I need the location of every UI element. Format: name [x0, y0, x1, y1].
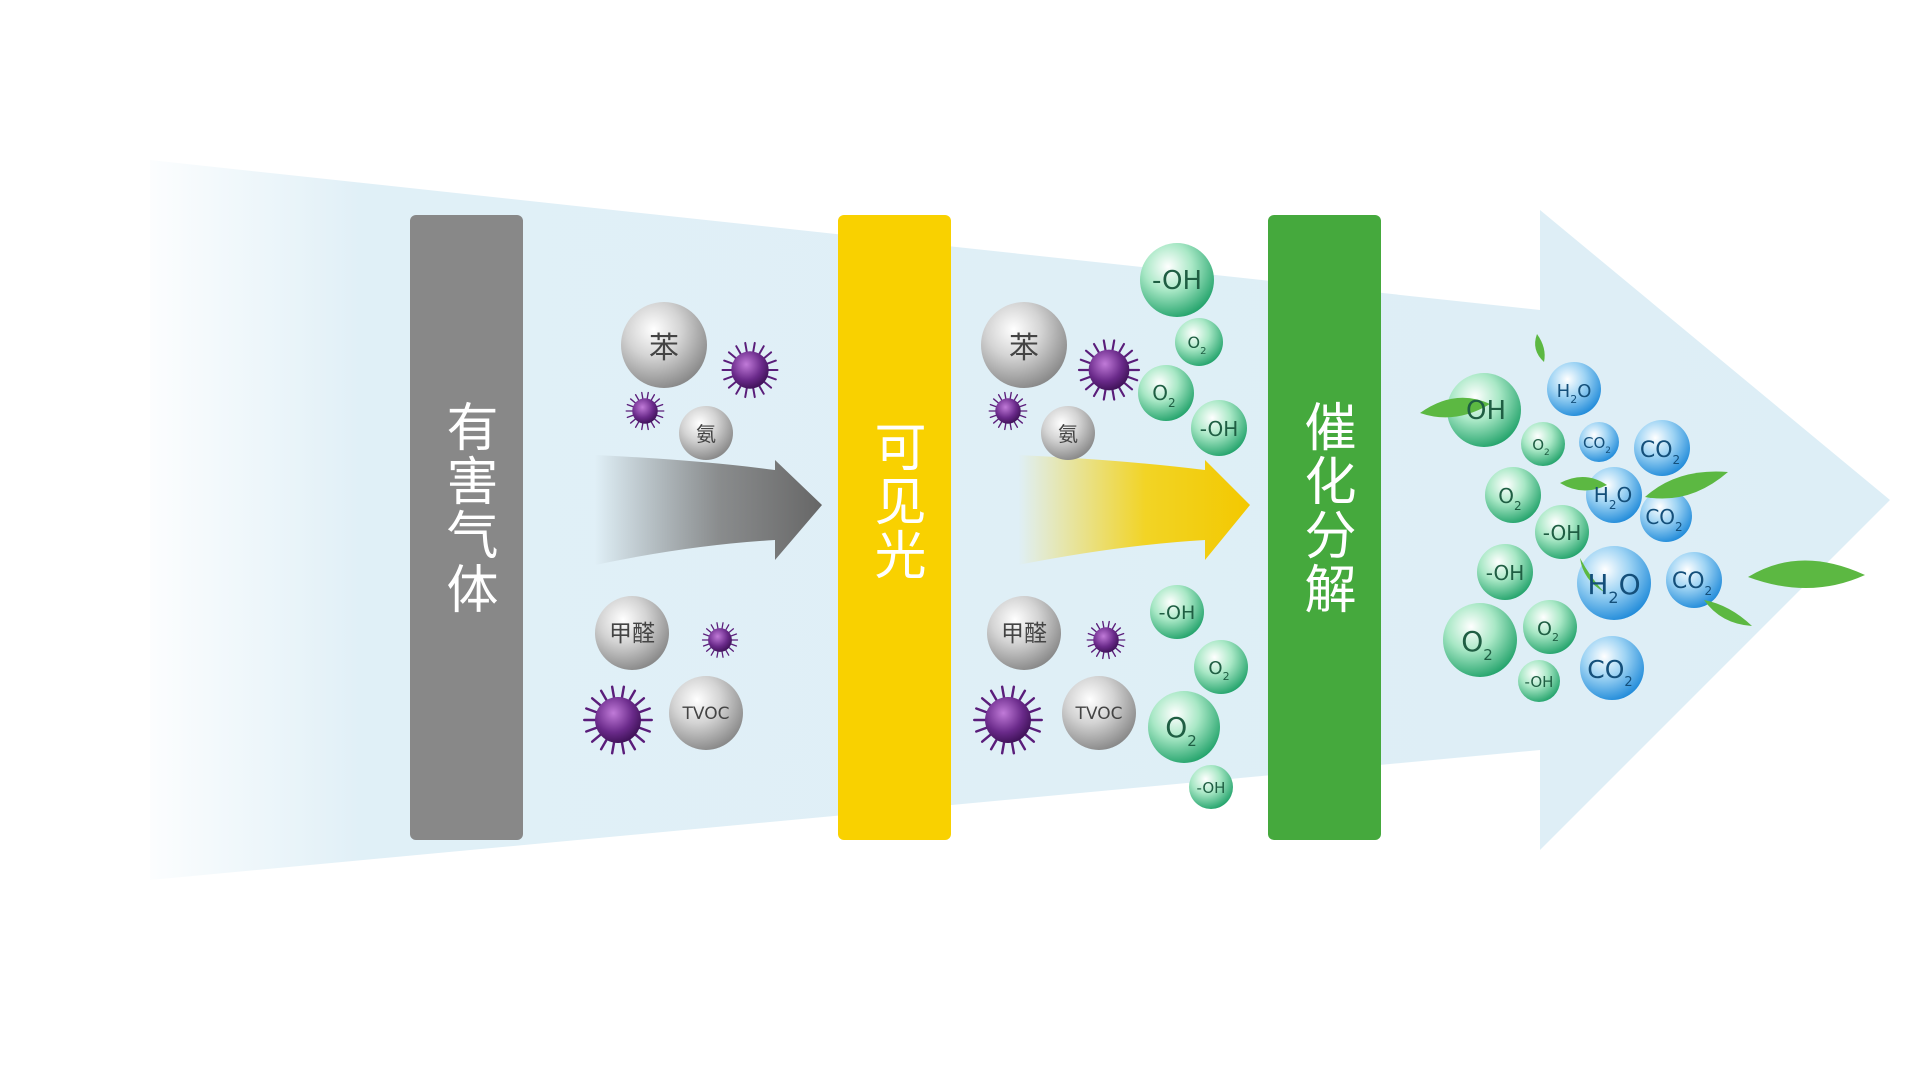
hydroxyl-label: -OH [1159, 602, 1196, 624]
leaf-icon [1704, 600, 1752, 626]
hydroxyl-label: -OH [1486, 561, 1525, 585]
leaf-icon [1535, 334, 1545, 362]
stage-label-catalytic: 催化分解 [1295, 400, 1355, 616]
gray-flow-arrow [595, 455, 822, 565]
stage-catalytic-decomposition [1268, 215, 1381, 840]
formaldehyde-label: 甲醛 [1001, 621, 1047, 647]
oxygen-label: O2 [1461, 625, 1493, 664]
ammonia-ball [1041, 406, 1095, 460]
hydroxyl-label: -OH [1152, 266, 1202, 296]
leaf-icon [1645, 471, 1728, 499]
oxygen-label: O2 [1188, 333, 1207, 357]
co2-label: CO2 [1672, 569, 1712, 598]
water-label: H2O [1594, 483, 1632, 512]
benzene-label: 苯 [649, 331, 679, 366]
co2-label: CO2 [1640, 438, 1680, 467]
oxygen-label: O2 [1532, 436, 1550, 458]
oxygen-label: O2 [1165, 711, 1197, 750]
virus-icon [973, 685, 1043, 755]
reactive-species [1138, 243, 1248, 809]
formaldehyde-label: 甲醛 [609, 621, 655, 647]
tvoc-ball [1062, 676, 1136, 750]
benzene-ball [981, 302, 1067, 388]
hydroxyl-label: -OH [1525, 673, 1554, 691]
stage-harmful-gas [410, 215, 523, 840]
co2-label: CO2 [1583, 434, 1611, 456]
tvoc-ball [669, 676, 743, 750]
virus-icon [701, 622, 739, 658]
oxygen-label: O2 [1498, 484, 1521, 513]
water-label: H2O [1557, 381, 1592, 406]
leaf-icon [1748, 560, 1865, 589]
virus-particles [583, 339, 1141, 755]
benzene-label: 苯 [1009, 331, 1039, 366]
ammonia-label: 氨 [696, 422, 716, 446]
formaldehyde-ball [595, 596, 669, 670]
leaf-icons [1420, 334, 1865, 626]
water-label: H2O [1587, 568, 1640, 607]
leaf-icon [1420, 397, 1490, 418]
ammonia-label: 氨 [1058, 422, 1078, 446]
co2-label: CO2 [1587, 655, 1632, 690]
oxygen-label: O2 [1152, 381, 1175, 410]
hydroxyl-label: -OH [1200, 417, 1239, 441]
oh-label: OH [1466, 396, 1506, 426]
virus-icon [1077, 339, 1141, 401]
leaf-icon [1560, 476, 1607, 491]
virus-icon [988, 391, 1028, 431]
hydroxyl-label: -OH [1543, 521, 1582, 545]
ammonia-ball [679, 406, 733, 460]
stage-label-harmful-gas: 有害气体 [437, 400, 497, 616]
virus-icon [583, 685, 653, 755]
stage-visible-light [838, 215, 951, 840]
virus-icon [625, 391, 665, 431]
tvoc-label: TVOC [682, 704, 730, 724]
virus-icon [721, 341, 779, 399]
oxygen-label: O2 [1208, 658, 1229, 683]
oxygen-label: O2 [1537, 618, 1559, 644]
benzene-ball [621, 302, 707, 388]
hydroxyl-label: -OH [1197, 779, 1226, 797]
co2-label: CO2 [1645, 505, 1682, 534]
tvoc-label: TVOC [1075, 704, 1123, 724]
pollutants-after [981, 302, 1136, 750]
virus-icon [1086, 620, 1126, 660]
yellow-flow-arrow [1018, 455, 1250, 565]
products [1443, 362, 1722, 702]
pollutants-before [595, 302, 743, 750]
stage-label-visible-light: 可见光 [865, 420, 925, 582]
formaldehyde-ball [987, 596, 1061, 670]
